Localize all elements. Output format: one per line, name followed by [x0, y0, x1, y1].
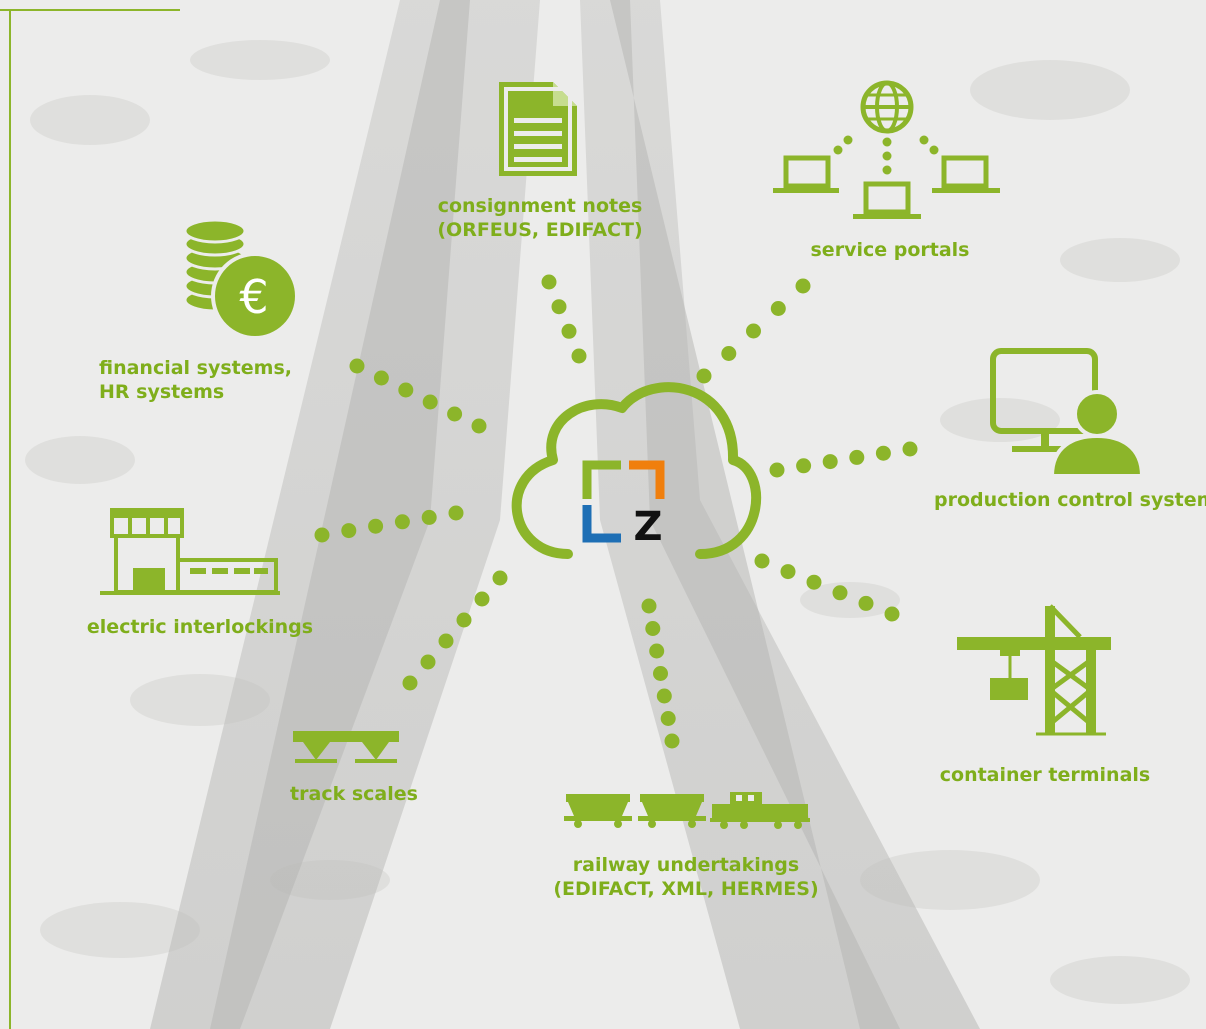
label-line: HR systems	[99, 381, 225, 403]
connector-dot-container-terminals	[858, 595, 874, 611]
connector-dot-financial-systems	[349, 358, 365, 374]
connector-dot-financial-systems	[422, 394, 438, 410]
connector-dot-consignment-notes	[551, 299, 567, 315]
signal-building-icon	[100, 508, 280, 595]
connector-dot-financial-systems	[471, 418, 487, 434]
label-production-control: production control systems	[934, 488, 1206, 512]
connector-dot-electric-interlockings	[448, 505, 464, 521]
scale-icon	[293, 731, 399, 763]
label-track-scales: track scales	[270, 782, 438, 806]
connector-dot-railway-undertakings	[660, 711, 676, 726]
connector-dot-railway-undertakings	[641, 598, 657, 614]
connector-dot-financial-systems	[398, 382, 414, 398]
document-icon	[499, 82, 577, 176]
svg-text:€: €	[239, 270, 268, 324]
connector-dot-production-control	[822, 454, 838, 470]
connector-dot-container-terminals	[780, 564, 796, 580]
connector-dot-railway-undertakings	[664, 733, 680, 749]
connector-dot-service-portals	[696, 368, 712, 384]
connector-dot-container-terminals	[754, 553, 770, 569]
connector-dot-service-portals	[721, 346, 737, 361]
connector-dot-track-scales	[474, 591, 490, 607]
connector-dot-consignment-notes	[541, 274, 557, 290]
connector-dot-track-scales	[438, 633, 454, 649]
connector-dot-railway-undertakings	[649, 643, 665, 659]
z-logo: Z	[582, 460, 665, 550]
connector-dot-container-terminals	[806, 574, 822, 590]
connector-dot-railway-undertakings	[645, 621, 661, 636]
connector-dot-electric-interlockings	[368, 518, 384, 534]
label-line: consignment notes	[437, 195, 643, 217]
label-line: track scales	[290, 783, 418, 805]
label-line: service portals	[810, 239, 970, 261]
label-line: railway undertakings	[572, 854, 800, 876]
connector-dot-track-scales	[456, 612, 472, 628]
label-service-portals: service portals	[770, 238, 1010, 262]
label-financial-systems: financial systems, HR systems	[99, 356, 339, 404]
label-electric-interlockings: electric interlockings	[70, 615, 330, 639]
connector-dot-container-terminals	[884, 606, 900, 622]
connector-dot-production-control	[769, 462, 785, 478]
connector-dot-service-portals	[795, 278, 811, 294]
label-container-terminals: container terminals	[920, 763, 1170, 787]
connector-dot-consignment-notes	[571, 348, 587, 364]
connector-dot-service-portals	[746, 323, 761, 339]
connector-dot-production-control	[875, 445, 891, 461]
connector-dot-electric-interlockings	[314, 527, 330, 543]
connector-dot-financial-systems	[373, 370, 389, 386]
connector-dot-track-scales	[420, 654, 436, 670]
label-line: (ORFEUS, EDIFACT)	[437, 219, 643, 241]
network-laptops-globe-icon	[773, 80, 1000, 219]
connector-dot-electric-interlockings	[394, 514, 410, 530]
gantry-crane-icon	[957, 604, 1111, 736]
label-line: electric interlockings	[86, 616, 314, 638]
freight-train-icon	[564, 792, 810, 829]
connector-dot-electric-interlockings	[341, 523, 357, 539]
coins-euro-icon: €	[183, 218, 299, 340]
connector-dot-production-control	[796, 458, 812, 474]
cloud-hub: Z	[511, 382, 762, 559]
label-line: financial systems,	[99, 357, 292, 379]
label-line: (EDIFACT, XML, HERMES)	[553, 878, 819, 900]
connector-dot-service-portals	[770, 301, 786, 316]
connector-dots	[314, 274, 918, 749]
connector-dot-production-control	[849, 449, 865, 465]
label-line: production control systems	[934, 489, 1206, 511]
connector-dot-track-scales	[402, 675, 418, 691]
connector-dot-production-control	[902, 441, 918, 457]
label-consignment-notes: consignment notes (ORFEUS, EDIFACT)	[400, 194, 680, 242]
label-railway-undertakings: railway undertakings (EDIFACT, XML, HERM…	[536, 853, 836, 901]
logo-letter: Z	[633, 504, 662, 550]
connector-dot-electric-interlockings	[421, 509, 437, 525]
connector-dot-track-scales	[492, 570, 508, 586]
connector-dot-railway-undertakings	[656, 688, 672, 704]
monitor-operator-icon	[990, 348, 1145, 478]
connector-dot-container-terminals	[832, 585, 848, 601]
connector-dot-consignment-notes	[561, 323, 577, 339]
label-line: container terminals	[939, 764, 1151, 786]
connector-dot-financial-systems	[447, 406, 463, 422]
connector-dot-railway-undertakings	[653, 666, 668, 681]
